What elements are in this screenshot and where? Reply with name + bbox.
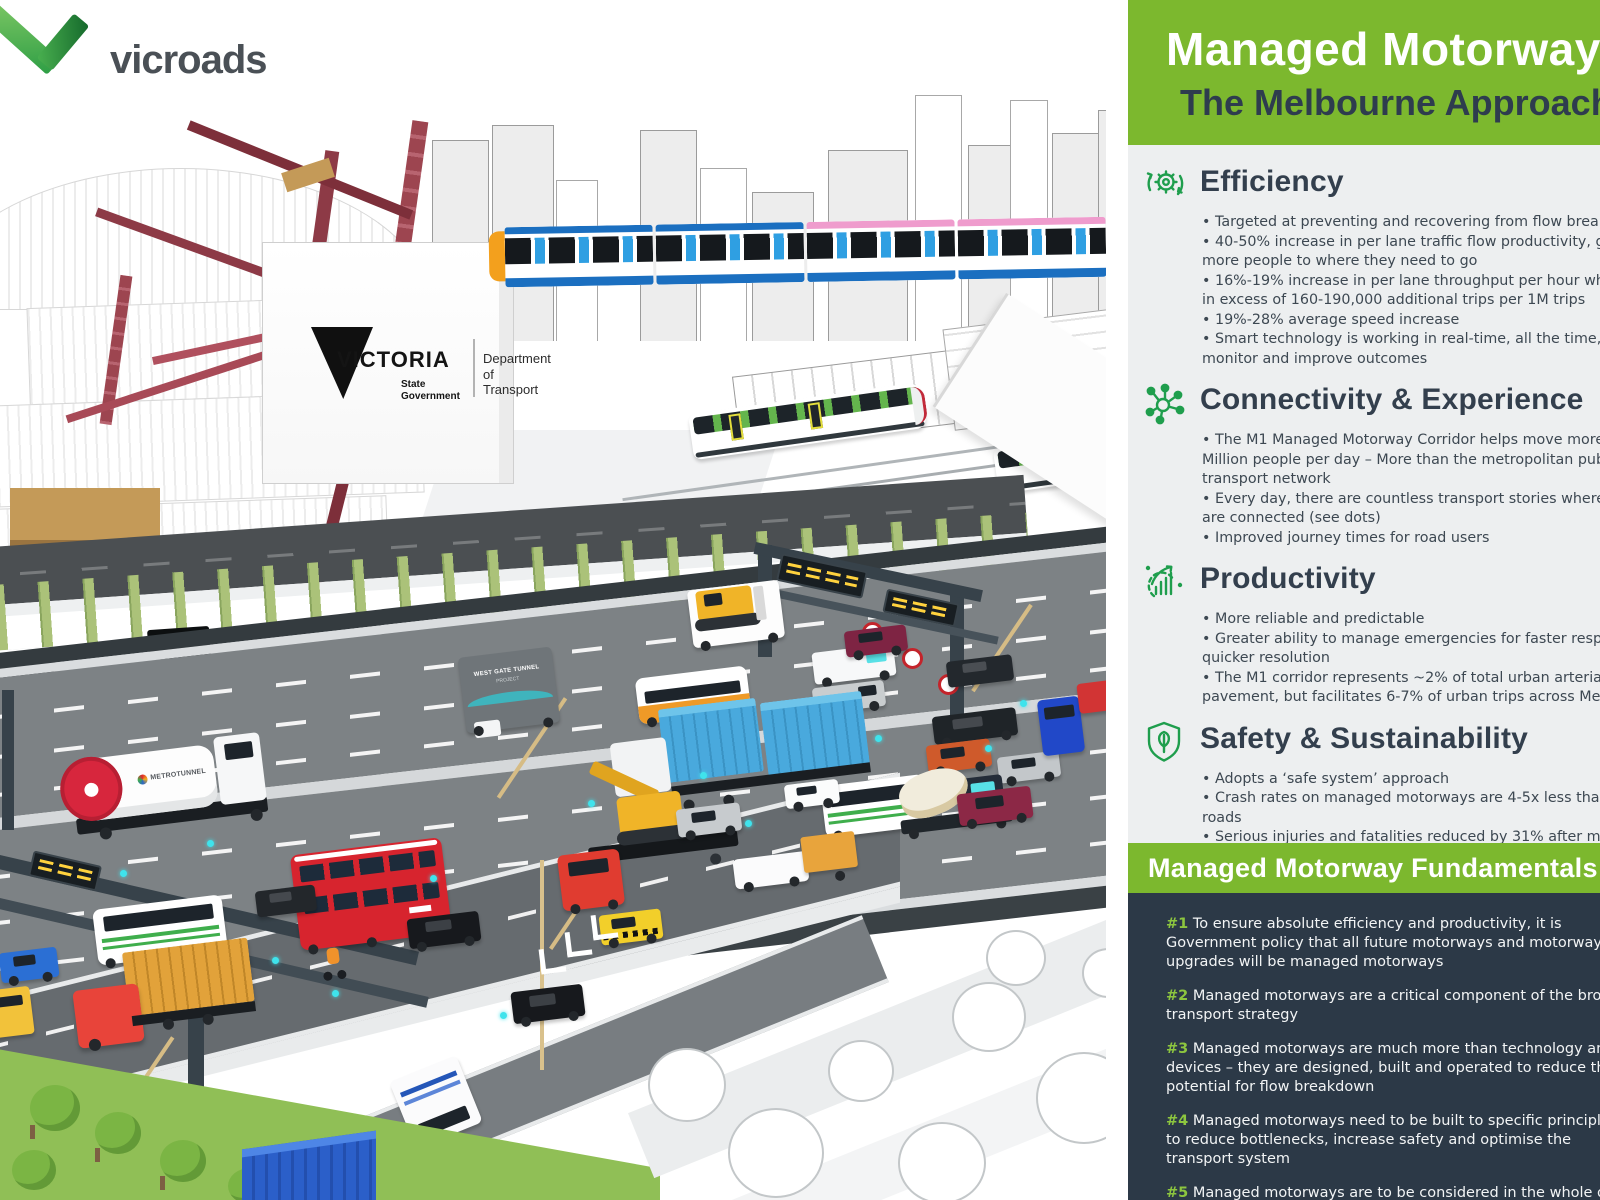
section-heading: Connectivity & Experience	[1200, 383, 1584, 416]
gear-chart-icon	[1140, 558, 1188, 606]
van-yellow	[0, 985, 35, 1039]
chevron-marking	[564, 929, 593, 958]
section-efficiency: Efficiency Targeted at preventing and re…	[1140, 161, 1600, 369]
bullet-list: The M1 Managed Motorway Corridor helps m…	[1200, 431, 1600, 548]
section-heading: Efficiency	[1200, 165, 1344, 198]
state-label: State	[401, 379, 426, 390]
bullet-list: Targeted at preventing and recovering fr…	[1200, 213, 1600, 369]
west-gate-tunnel-truck: WEST GATE TUNNEL PROJECT	[457, 646, 561, 739]
outline-tree	[952, 982, 1026, 1052]
fundamentals-banner: Managed Motorway Fundamentals	[1128, 843, 1600, 893]
bullet-item: Greater ability to manage emergencies fo…	[1202, 630, 1600, 669]
government-label: Government	[401, 391, 460, 402]
victoria-building: VICTORIA State Government Department of …	[262, 242, 551, 484]
bullet-item: 40-50% increase in per lane traffic flow…	[1202, 233, 1600, 272]
vicroads-logo-icon	[0, 0, 102, 106]
outline-tree	[898, 1122, 986, 1200]
motorcycle	[316, 946, 350, 982]
fundamental-item: #3 Managed motorways are much more than …	[1166, 1041, 1600, 1095]
department-label-2: of Transport	[483, 367, 539, 397]
fundamental-item: #1 To ensure absolute efficiency and pro…	[1166, 916, 1600, 970]
bullet-item: More reliable and predictable	[1202, 610, 1600, 630]
page-title: Managed Motorways	[1166, 23, 1600, 75]
bullet-item: Every day, there are countless transport…	[1202, 490, 1600, 529]
truck-red	[1076, 680, 1106, 714]
department-label-1: Department	[483, 351, 551, 366]
page-subtitle: The Melbourne Approach	[1180, 82, 1600, 123]
info-panel: Managed Motorways The Melbourne Approach…	[1128, 0, 1600, 1200]
vicroads-logo: vicroads	[0, 0, 302, 106]
bullet-item: Improved journey times for road users	[1202, 529, 1600, 549]
outline-tree	[728, 1108, 824, 1198]
section-heading: Safety & Sustainability	[1200, 721, 1529, 755]
motorway-illustration: vicroads VICTORIA State Government Depar…	[0, 0, 1106, 1200]
bullet-item: Smart technology is working in real-time…	[1202, 330, 1600, 369]
bullet-item: The M1 corridor represents ~2% of total …	[1202, 669, 1600, 708]
victoria-state-logo: VICTORIA State Government Department of …	[311, 327, 551, 417]
bullet-item: 19%-28% average speed increase	[1202, 311, 1600, 331]
fundamental-item: #2 Managed motorways are a critical comp…	[1166, 988, 1600, 1023]
outline-tree	[828, 1040, 894, 1102]
bullet-item: Adopts a ‘safe system’ approach	[1202, 770, 1600, 790]
metro-train	[488, 216, 1106, 288]
shield-leaf-icon	[1140, 718, 1188, 766]
car	[783, 778, 841, 813]
bullet-item: 16%-19% increase in per lane throughput …	[1202, 272, 1600, 311]
bulldozer-truck	[686, 579, 786, 652]
chevron-marking	[538, 946, 567, 975]
section-productivity: Productivity More reliable and predictab…	[1140, 558, 1600, 708]
section-connectivity: Connectivity & Experience The M1 Managed…	[1140, 379, 1600, 548]
fundamental-item: #4 Managed motorways need to be built to…	[1166, 1113, 1600, 1167]
bullet-list: More reliable and predictableGreater abi…	[1200, 610, 1600, 708]
panel-sections: Efficiency Targeted at preventing and re…	[1128, 145, 1600, 916]
section-heading: Productivity	[1200, 562, 1376, 595]
efficiency-gears-icon	[1140, 161, 1188, 209]
panel-header: Managed Motorways The Melbourne Approach	[1128, 0, 1600, 145]
vicroads-logo-text: vicroads	[110, 38, 268, 82]
bullet-item: Targeted at preventing and recovering fr…	[1202, 213, 1600, 233]
outline-tree	[648, 1048, 726, 1122]
fundamental-item: #5 Managed motorways are to be considere…	[1166, 1185, 1600, 1200]
container-truck-orange	[64, 933, 266, 1067]
fundamentals-heading: Managed Motorway Fundamentals	[1148, 853, 1598, 883]
outline-tree	[986, 930, 1046, 986]
victoria-wordmark: VICTORIA	[337, 347, 450, 372]
bullet-item: Crash rates on managed motorways are 4-5…	[1202, 789, 1600, 828]
car	[0, 946, 60, 987]
fundamentals-list: #1 To ensure absolute efficiency and pro…	[1128, 893, 1600, 1200]
bullet-item: The M1 Managed Motorway Corridor helps m…	[1202, 431, 1600, 490]
speed-sign	[902, 648, 923, 669]
chevron-marking	[590, 912, 619, 941]
network-icon	[1140, 379, 1188, 427]
truck-red-cab	[556, 848, 626, 915]
